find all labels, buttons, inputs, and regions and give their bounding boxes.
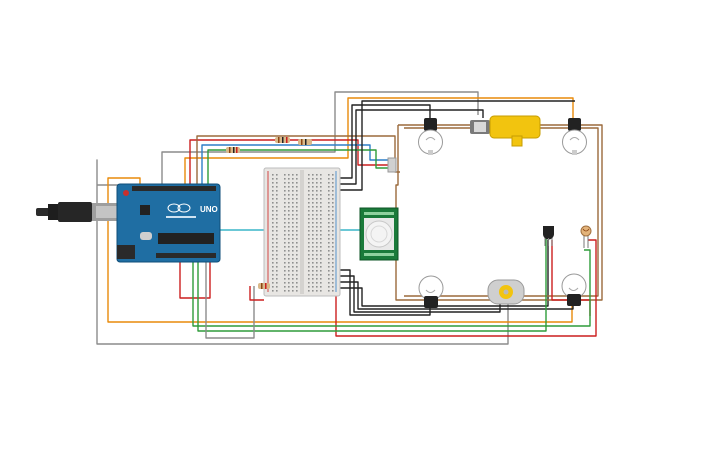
photoresistor-icon <box>580 225 592 248</box>
wire-green-top2 <box>240 149 392 169</box>
resistor-icon <box>226 147 240 153</box>
resistors <box>226 137 312 289</box>
wire-red-right <box>335 239 597 337</box>
arduino-brand-label: UNO <box>200 205 218 214</box>
resistor-icon <box>298 139 312 145</box>
gear-motor-icon <box>470 115 541 147</box>
wires <box>96 91 603 345</box>
wire-brown-frame <box>395 124 603 301</box>
bulb-bottom-left <box>418 275 444 308</box>
resistor-icon <box>258 283 270 289</box>
wire-gray-top <box>161 91 479 185</box>
wire-red-top <box>189 139 275 188</box>
wire-black-1 <box>340 104 431 179</box>
bulb-top-right <box>562 118 587 155</box>
bulb-bottom-right <box>561 273 587 306</box>
resistor-icon <box>275 137 290 143</box>
breadboard-holes <box>272 174 334 292</box>
reset-button-icon <box>123 190 129 196</box>
usb-cable <box>36 202 128 222</box>
wire-green-bottom <box>192 249 591 327</box>
wire-green-top <box>207 149 226 188</box>
arduino-board: UNO <box>116 183 221 263</box>
wire-red-bottom <box>179 258 211 299</box>
wire-black-2 <box>340 109 484 185</box>
wire-green-bottom2 <box>197 236 547 332</box>
transistor-icon <box>543 226 554 246</box>
wire-black-7 <box>340 240 549 307</box>
wire-brown-top <box>196 135 400 188</box>
wire-black-3 <box>340 100 575 191</box>
wire-red-resistor <box>249 286 264 301</box>
bulb-top-left <box>418 118 443 155</box>
wire-orange-loop <box>107 177 573 323</box>
pir-dome-icon <box>365 220 393 248</box>
dc-motor-icon <box>487 279 525 305</box>
terminal-connector <box>387 157 397 173</box>
wire-black-6 <box>340 281 574 310</box>
wire-gray-bottom <box>205 258 255 339</box>
wire-orange-top <box>184 97 574 188</box>
wire-black-5 <box>340 275 501 313</box>
breadboard <box>263 167 341 297</box>
pir-sensor <box>359 207 399 261</box>
